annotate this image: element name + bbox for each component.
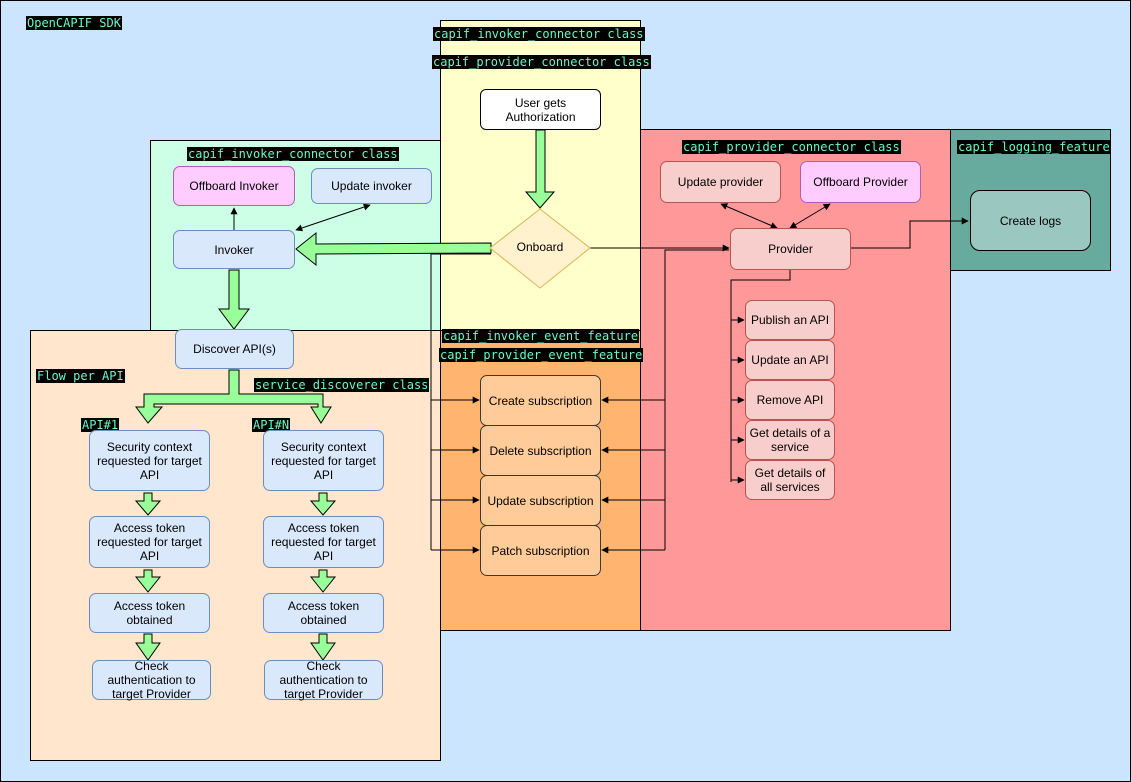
- tag-flow-per-api: Flow per API: [36, 369, 125, 383]
- update-subscription-node[interactable]: Update subscription: [480, 475, 601, 526]
- offboard-provider-node[interactable]: Offboard Provider: [800, 161, 921, 203]
- tag-top-invoker-connector: capif_invoker_connector class: [433, 27, 645, 41]
- update-invoker-node[interactable]: Update invoker: [311, 168, 432, 204]
- check-auth-node-api1[interactable]: Check authentication to target Provider: [92, 659, 211, 701]
- remove-api-node[interactable]: Remove API: [745, 380, 835, 420]
- access-token-requested-node-api1[interactable]: Access token requested for target API: [89, 516, 210, 568]
- create-subscription-node[interactable]: Create subscription: [480, 375, 601, 426]
- check-auth-node-apin[interactable]: Check authentication to target Provider: [264, 659, 383, 701]
- update-provider-node[interactable]: Update provider: [660, 161, 781, 203]
- get-details-service-node[interactable]: Get details of a service: [745, 420, 835, 460]
- tag-logging-feature: capif_logging_feature: [957, 140, 1111, 154]
- discover-apis-node[interactable]: Discover API(s): [175, 329, 294, 369]
- tag-api-n: API#N: [252, 418, 291, 432]
- access-token-obtained-node-api1[interactable]: Access token obtained: [89, 593, 210, 633]
- tag-top-provider-connector: capif_provider_connector class: [432, 55, 651, 69]
- security-context-node-api1[interactable]: Security context requested for target AP…: [89, 430, 210, 491]
- offboard-invoker-node[interactable]: Offboard Invoker: [173, 166, 295, 206]
- delete-subscription-node[interactable]: Delete subscription: [480, 425, 601, 476]
- tag-provider-connector: capif_provider_connector class: [682, 140, 901, 154]
- tag-api-1: API#1: [81, 418, 120, 432]
- access-token-requested-node-apin[interactable]: Access token requested for target API: [263, 516, 384, 568]
- tag-invoker-connector: capif_invoker_connector class: [187, 147, 399, 161]
- create-logs-node[interactable]: Create logs: [970, 190, 1091, 251]
- user-auth-node[interactable]: User gets Authorization: [480, 89, 601, 130]
- onboard-label[interactable]: Onboard: [516, 240, 564, 254]
- provider-node[interactable]: Provider: [730, 228, 851, 270]
- security-context-node-apin[interactable]: Security context requested for target AP…: [263, 430, 384, 491]
- get-details-all-node[interactable]: Get details of all services: [745, 460, 835, 500]
- patch-subscription-node[interactable]: Patch subscription: [480, 525, 601, 576]
- invoker-node[interactable]: Invoker: [173, 230, 295, 269]
- tag-invoker-event-feature: capif_invoker_event_feature: [442, 329, 640, 343]
- tag-service-discoverer: service_discoverer class: [254, 378, 430, 392]
- tag-provider-event-feature: capif_provider_event_feature: [439, 348, 644, 362]
- access-token-obtained-node-apin[interactable]: Access token obtained: [263, 593, 384, 633]
- sdk-label: OpenCAPIF SDK: [26, 16, 122, 30]
- publish-api-node[interactable]: Publish an API: [745, 300, 835, 340]
- update-api-node[interactable]: Update an API: [745, 340, 835, 380]
